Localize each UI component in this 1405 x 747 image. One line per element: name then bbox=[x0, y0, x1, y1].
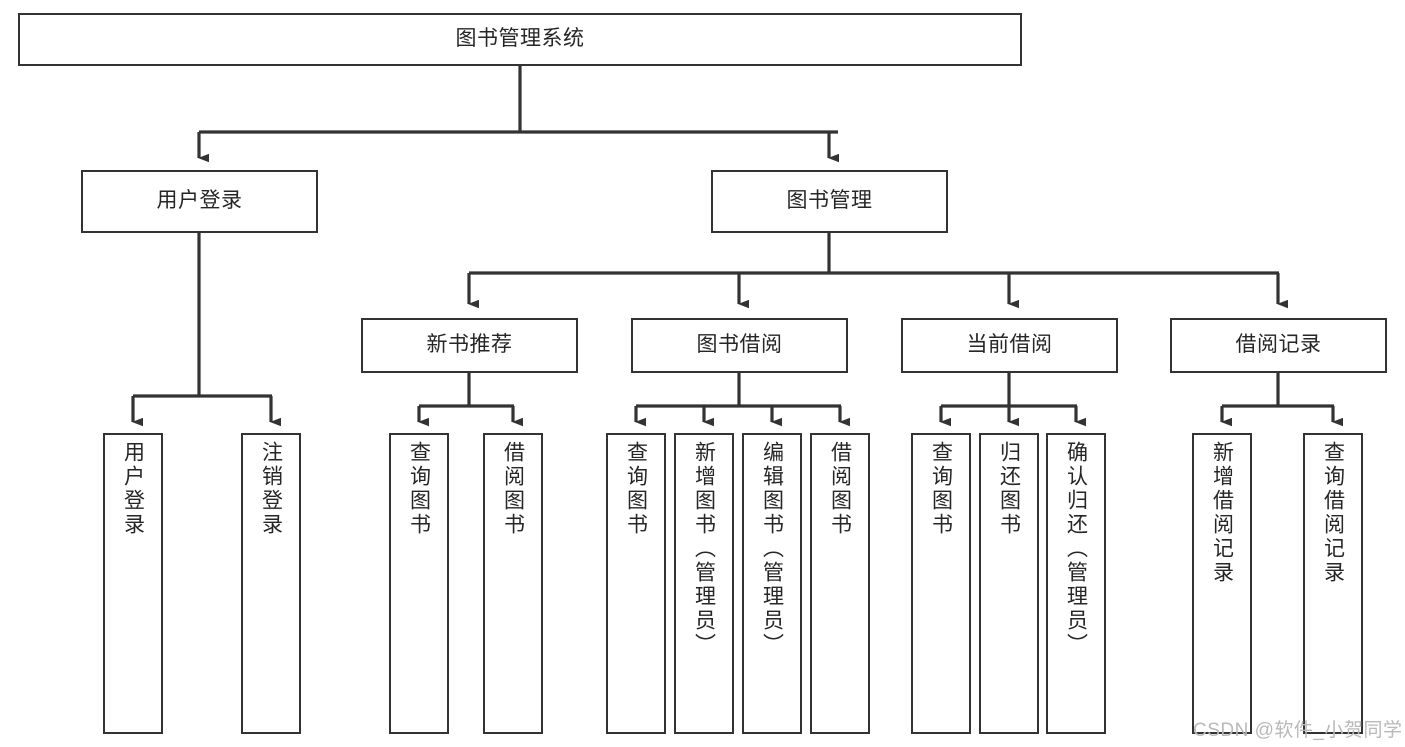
node-book-borrow[interactable]: 图书借阅 bbox=[631, 318, 848, 373]
leaf-current-return-book[interactable]: 归还图书 bbox=[979, 433, 1039, 734]
leaf-label: 确认归还（管理员） bbox=[1064, 441, 1088, 657]
leaf-label: 查询图书 bbox=[624, 441, 648, 537]
leaf-borrow-borrow-book[interactable]: 借阅图书 bbox=[810, 433, 870, 734]
leaf-label: 新增借阅记录 bbox=[1210, 441, 1234, 585]
csdn-watermark: CSDN @软件_小贺同学 bbox=[1193, 720, 1403, 741]
leaf-records-query-record[interactable]: 查询借阅记录 bbox=[1303, 433, 1363, 734]
leaf-label: 查询借阅记录 bbox=[1321, 441, 1345, 585]
leaf-label: 新增图书（管理员） bbox=[692, 441, 716, 657]
node-current-borrow-label: 当前借阅 bbox=[966, 333, 1053, 357]
leaf-current-query-book[interactable]: 查询图书 bbox=[911, 433, 971, 734]
leaf-label: 借阅图书 bbox=[828, 441, 852, 537]
node-borrow-records[interactable]: 借阅记录 bbox=[1170, 318, 1387, 373]
leaf-label: 查询图书 bbox=[407, 441, 431, 537]
leaf-label: 用户登录 bbox=[121, 441, 145, 537]
leaf-label: 查询图书 bbox=[929, 441, 953, 537]
leaf-borrow-query-book[interactable]: 查询图书 bbox=[606, 433, 666, 734]
leaf-current-confirm-return-admin[interactable]: 确认归还（管理员） bbox=[1046, 433, 1106, 734]
node-root[interactable]: 图书管理系统 bbox=[18, 13, 1022, 66]
node-new-book-recommend-label: 新书推荐 bbox=[426, 333, 513, 357]
leaf-borrow-add-book-admin[interactable]: 新增图书（管理员） bbox=[674, 433, 734, 734]
leaf-recommend-query-book[interactable]: 查询图书 bbox=[389, 433, 449, 734]
node-user-login-label: 用户登录 bbox=[156, 189, 243, 213]
node-user-login[interactable]: 用户登录 bbox=[81, 170, 318, 233]
node-book-borrow-label: 图书借阅 bbox=[696, 333, 783, 357]
node-current-borrow[interactable]: 当前借阅 bbox=[901, 318, 1118, 373]
node-borrow-records-label: 借阅记录 bbox=[1235, 333, 1322, 357]
leaf-label: 编辑图书（管理员） bbox=[760, 441, 784, 657]
node-root-label: 图书管理系统 bbox=[455, 27, 585, 51]
leaf-recommend-borrow-book[interactable]: 借阅图书 bbox=[483, 433, 543, 734]
leaf-label: 借阅图书 bbox=[501, 441, 525, 537]
leaf-label: 归还图书 bbox=[997, 441, 1021, 537]
leaf-user-login-logout[interactable]: 注销登录 bbox=[241, 433, 301, 734]
leaf-records-add-record[interactable]: 新增借阅记录 bbox=[1192, 433, 1252, 734]
node-book-management-label: 图书管理 bbox=[786, 189, 873, 213]
node-book-management[interactable]: 图书管理 bbox=[711, 170, 948, 233]
leaf-user-login-login[interactable]: 用户登录 bbox=[103, 433, 163, 734]
leaf-borrow-edit-book-admin[interactable]: 编辑图书（管理员） bbox=[742, 433, 802, 734]
node-new-book-recommend[interactable]: 新书推荐 bbox=[361, 318, 578, 373]
leaf-label: 注销登录 bbox=[259, 441, 283, 537]
